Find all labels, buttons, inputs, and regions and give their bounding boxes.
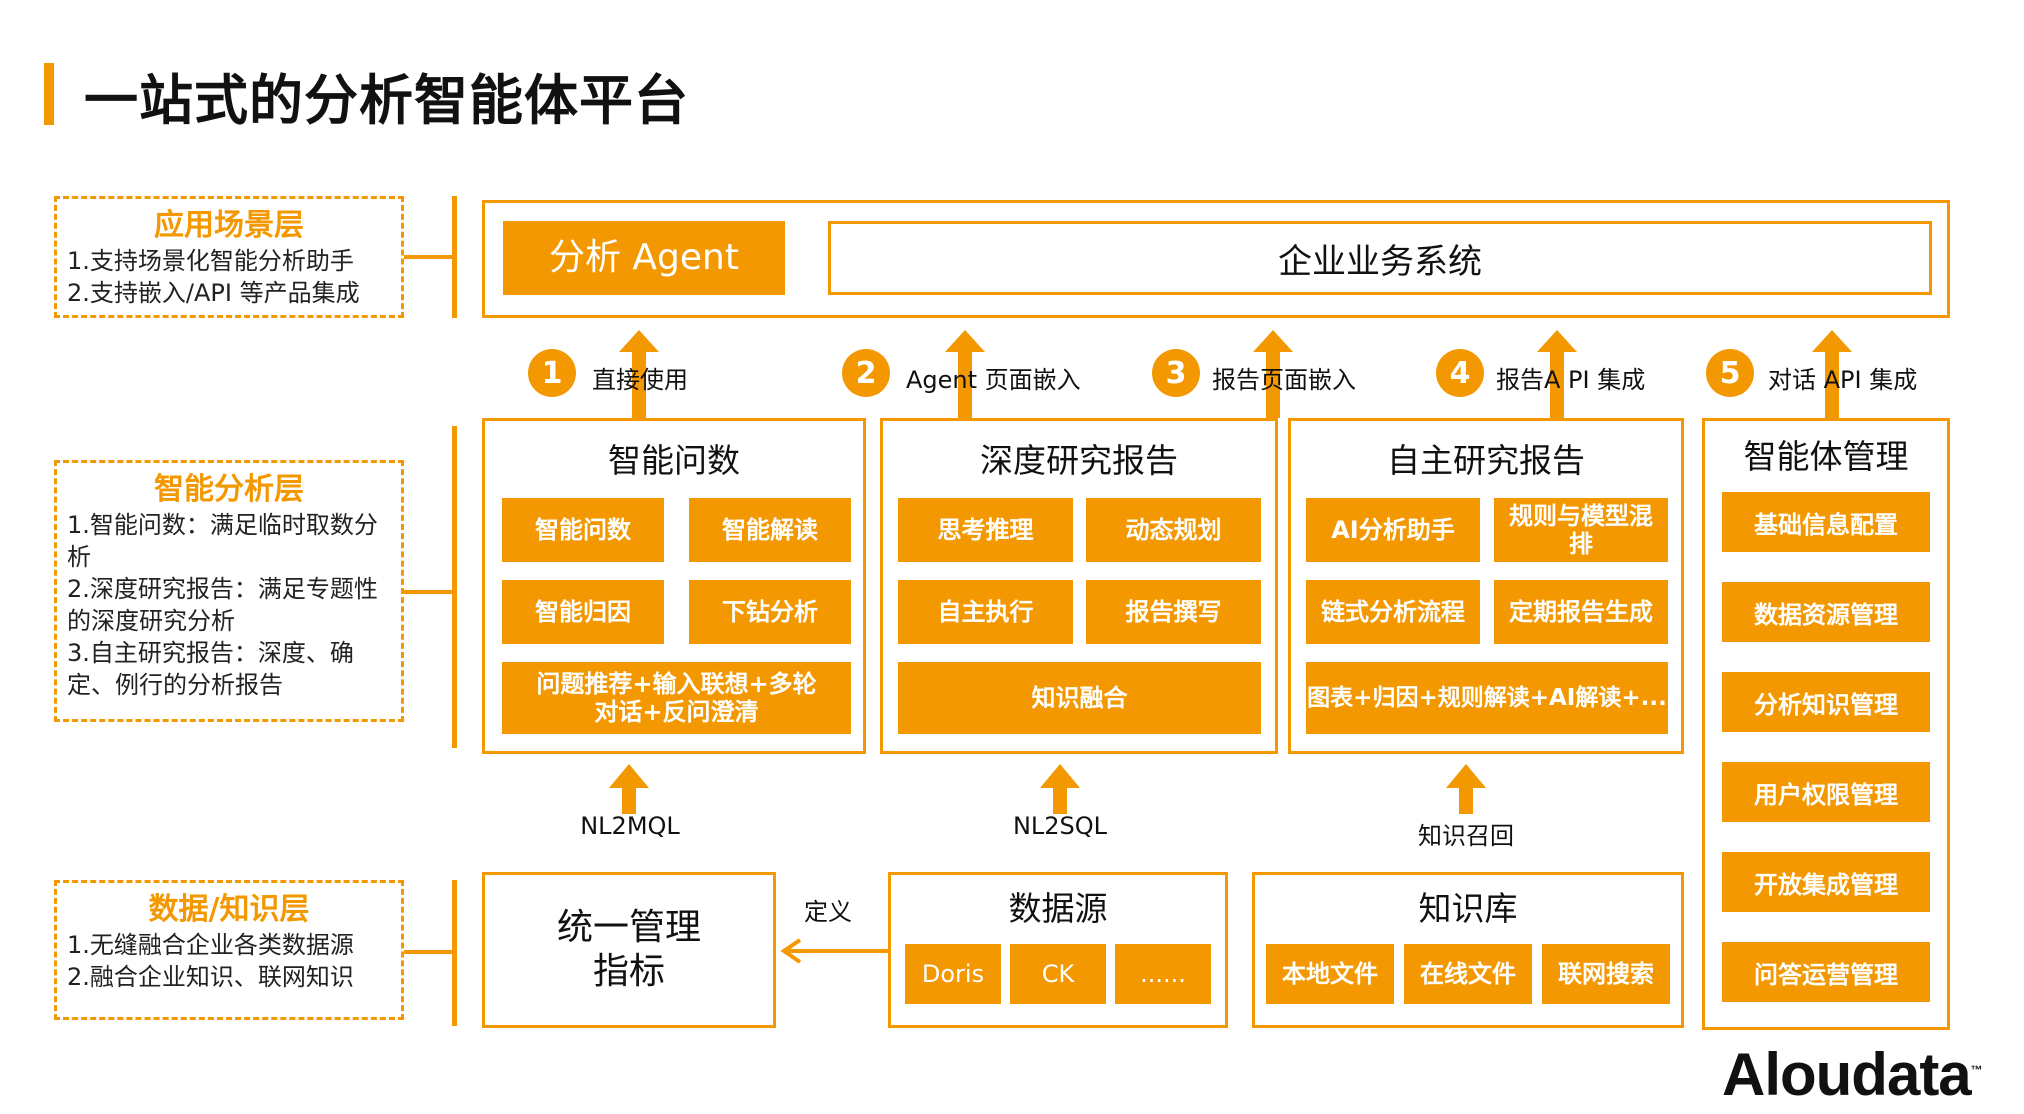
arrow-nl2sql-head [1040, 764, 1080, 788]
layer-analysis-line: 1.智能问数：满足临时取数分析 [67, 511, 378, 571]
wenshu-btn[interactable]: 智能解读 [689, 498, 851, 562]
arrow-recall-shaft [1459, 786, 1473, 814]
layer-data-line: 2.融合企业知识、联网知识 [67, 963, 354, 991]
enterprise-system-box[interactable]: 企业业务系统 [828, 221, 1932, 295]
mgmt-btn[interactable]: 分析知识管理 [1722, 672, 1930, 732]
auto-btn[interactable]: 定期报告生成 [1494, 580, 1668, 644]
arrow-4-head [1537, 330, 1577, 352]
integration-number-3: 3 [1152, 349, 1200, 397]
bracket-app-tick [404, 255, 452, 259]
arrow-define-head [780, 938, 802, 964]
bracket-analysis-tick [404, 590, 452, 594]
integration-label-4: 报告A PI 集成 [1496, 366, 1646, 394]
metrics-line-1: 统一管理 [556, 907, 701, 948]
arrow-recall-head [1446, 764, 1486, 788]
integration-number-1: 1 [528, 349, 576, 397]
arrow-2-shaft [958, 350, 972, 418]
arrow-nl2sql-shaft [1053, 786, 1067, 814]
kb-item[interactable]: 在线文件 [1404, 944, 1532, 1004]
title-accent-bar [44, 63, 54, 125]
aloudata-logo: Aloudata™ [1722, 1040, 1983, 1109]
deep-btn[interactable]: 思考推理 [898, 498, 1073, 562]
layer-data-title: 数据/知识层 [148, 892, 310, 927]
integration-label-5: 对话 API 集成 [1768, 366, 1918, 394]
auto-btn[interactable]: AI分析助手 [1306, 498, 1480, 562]
metrics-line-2: 指标 [592, 951, 665, 992]
deep-btn[interactable]: 自主执行 [898, 580, 1073, 644]
layer-data: 数据/知识层 1.无缝融合企业各类数据源 2.融合企业知识、联网知识 [54, 880, 404, 1020]
auto-wide-btn[interactable]: 图表+归因+规则解读+AI解读+... [1306, 662, 1668, 734]
flow-label-nl2sql: NL2SQL [1012, 812, 1108, 840]
arrow-1-head [619, 330, 659, 352]
bracket-data-tick [404, 950, 452, 954]
datasource-item[interactable]: ...... [1115, 944, 1211, 1004]
layer-app-line: 2.支持嵌入/API 等产品集成 [67, 279, 360, 307]
flow-label-nl2mql: NL2MQL [580, 812, 680, 840]
arrow-2-head [945, 330, 985, 352]
deep-btn[interactable]: 报告撰写 [1086, 580, 1261, 644]
datasource-title: 数据源 [1008, 889, 1108, 928]
mgmt-btn[interactable]: 问答运营管理 [1722, 942, 1930, 1002]
arrow-3-head [1253, 330, 1293, 352]
bracket-analysis [452, 426, 457, 748]
bracket-app [452, 196, 457, 318]
arrow-nl2mql-head [609, 764, 649, 788]
arrow-1-shaft [632, 350, 646, 418]
mgmt-btn[interactable]: 基础信息配置 [1722, 492, 1930, 552]
panel-auto-title: 自主研究报告 [1387, 441, 1585, 480]
integration-number-4: 4 [1436, 349, 1484, 397]
wenshu-wide-btn[interactable]: 问题推荐+输入联想+多轮对话+反问澄清 [502, 662, 851, 734]
app-layer-frame [482, 200, 1950, 318]
wenshu-btn[interactable]: 下钻分析 [689, 580, 851, 644]
datasource-item[interactable]: CK [1010, 944, 1106, 1004]
integration-label-1: 直接使用 [592, 366, 688, 394]
deep-btn[interactable]: 动态规划 [1086, 498, 1261, 562]
arrow-5-head [1812, 330, 1852, 352]
layer-analysis-title: 智能分析层 [154, 472, 304, 507]
integration-number-2: 2 [842, 349, 890, 397]
page-title: 一站式的分析智能体平台 [84, 69, 689, 132]
mgmt-btn[interactable]: 数据资源管理 [1722, 582, 1930, 642]
arrow-nl2mql-shaft [622, 786, 636, 814]
layer-analysis-line: 2.深度研究报告：满足专题性的深度研究分析 [67, 575, 378, 635]
layer-analysis-line: 3.自主研究报告：深度、确定、例行的分析报告 [67, 639, 354, 699]
arrow-3-shaft [1266, 350, 1280, 418]
logo-trademark: ™ [1970, 1063, 1983, 1077]
metrics-box[interactable]: 统一管理 指标 [482, 872, 776, 1028]
wenshu-btn[interactable]: 智能问数 [502, 498, 664, 562]
kb-item[interactable]: 本地文件 [1266, 944, 1394, 1004]
panel-wenshu-title: 智能问数 [608, 441, 740, 480]
flow-label-define: 定义 [804, 898, 852, 926]
integration-label-2: Agent 页面嵌入 [906, 366, 1081, 394]
mgmt-btn[interactable]: 用户权限管理 [1722, 762, 1930, 822]
layer-app-title: 应用场景层 [154, 208, 304, 243]
mgmt-btn[interactable]: 开放集成管理 [1722, 852, 1930, 912]
layer-app-line: 1.支持场景化智能分析助手 [67, 247, 354, 275]
deep-wide-btn[interactable]: 知识融合 [898, 662, 1261, 734]
flow-label-recall: 知识召回 [1418, 822, 1514, 850]
integration-number-5: 5 [1706, 349, 1754, 397]
enterprise-system-label: 企业业务系统 [1278, 241, 1482, 282]
auto-btn[interactable]: 规则与模型混排 [1494, 498, 1668, 562]
layer-analysis: 智能分析层 1.智能问数：满足临时取数分析 2.深度研究报告：满足专题性的深度研… [54, 460, 404, 722]
auto-btn[interactable]: 链式分析流程 [1306, 580, 1480, 644]
wenshu-btn[interactable]: 智能归因 [502, 580, 664, 644]
arrow-5-shaft [1825, 350, 1839, 418]
layer-data-line: 1.无缝融合企业各类数据源 [67, 931, 354, 959]
datasource-item[interactable]: Doris [905, 944, 1001, 1004]
panel-deep-title: 深度研究报告 [980, 441, 1178, 480]
bracket-data [452, 880, 457, 1026]
layer-app: 应用场景层 1.支持场景化智能分析助手 2.支持嵌入/API 等产品集成 [54, 196, 404, 318]
integration-label-3: 报告页面嵌入 [1212, 366, 1356, 394]
kb-title: 知识库 [1418, 889, 1518, 928]
analysis-agent-box[interactable]: 分析 Agent [503, 221, 785, 295]
logo-text: Aloudata [1722, 1041, 1972, 1108]
panel-mgmt-title: 智能体管理 [1743, 437, 1909, 476]
kb-item[interactable]: 联网搜索 [1542, 944, 1670, 1004]
arrow-4-shaft [1550, 350, 1564, 418]
